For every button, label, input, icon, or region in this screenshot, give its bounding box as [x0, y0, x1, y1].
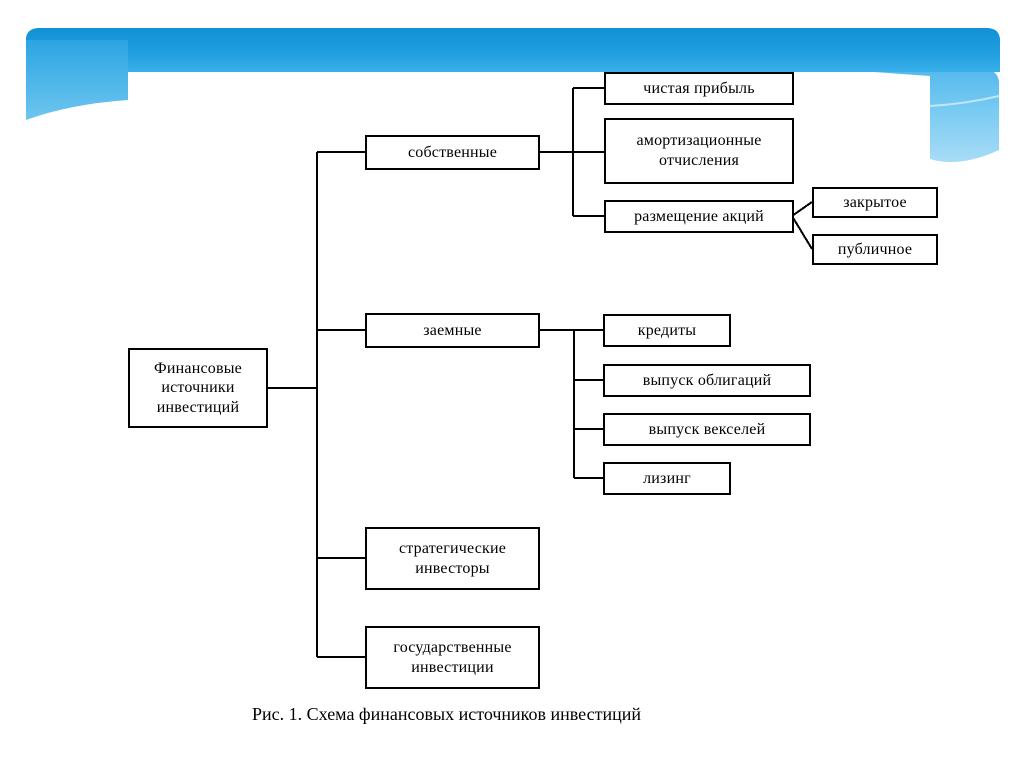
- node-credits[interactable]: кредиты: [603, 314, 731, 347]
- node-bills[interactable]: выпуск векселей: [603, 413, 811, 446]
- node-own-label: собственные: [407, 143, 498, 161]
- node-leasing[interactable]: лизинг: [603, 462, 731, 495]
- node-own[interactable]: собственные: [365, 135, 540, 170]
- node-shares-label: размещение акций: [634, 207, 764, 225]
- node-closed-label: закрытое: [843, 193, 907, 211]
- node-state-label: государственные инвестиции: [393, 638, 512, 676]
- node-depreciation-label: амортизационные отчисления: [636, 132, 762, 169]
- node-netprofit[interactable]: чистая прибыль: [604, 72, 794, 105]
- node-borrowed[interactable]: заемные: [365, 313, 540, 348]
- node-public[interactable]: публичное: [812, 234, 938, 265]
- node-borrowed-label: заемные: [423, 321, 482, 339]
- figure-caption: Рис. 1. Схема финансовых источников инве…: [252, 704, 641, 724]
- node-bonds-label: выпуск облигаций: [642, 371, 772, 389]
- node-depreciation[interactable]: амортизационные отчисления: [604, 118, 794, 184]
- node-root[interactable]: Финансовые источники инвестиций: [128, 348, 268, 428]
- node-public-label: публичное: [837, 240, 913, 258]
- node-shares[interactable]: размещение акций: [604, 200, 794, 233]
- node-state[interactable]: государственные инвестиции: [365, 626, 540, 689]
- edge-shares-closed: [791, 201, 813, 217]
- node-strategic[interactable]: стратегические инвесторы: [365, 527, 540, 590]
- node-bonds[interactable]: выпуск облигаций: [603, 364, 811, 397]
- node-leasing-label: лизинг: [643, 469, 691, 487]
- node-strategic-label: стратегические инвесторы: [398, 539, 507, 577]
- node-credits-label: кредиты: [637, 321, 697, 339]
- node-closed[interactable]: закрытое: [812, 187, 938, 218]
- node-netprofit-label: чистая прибыль: [643, 79, 755, 97]
- node-bills-label: выпуск векселей: [648, 420, 766, 438]
- edge-shares-public: [791, 215, 813, 250]
- node-root-label: Финансовые источники инвестиций: [154, 359, 242, 416]
